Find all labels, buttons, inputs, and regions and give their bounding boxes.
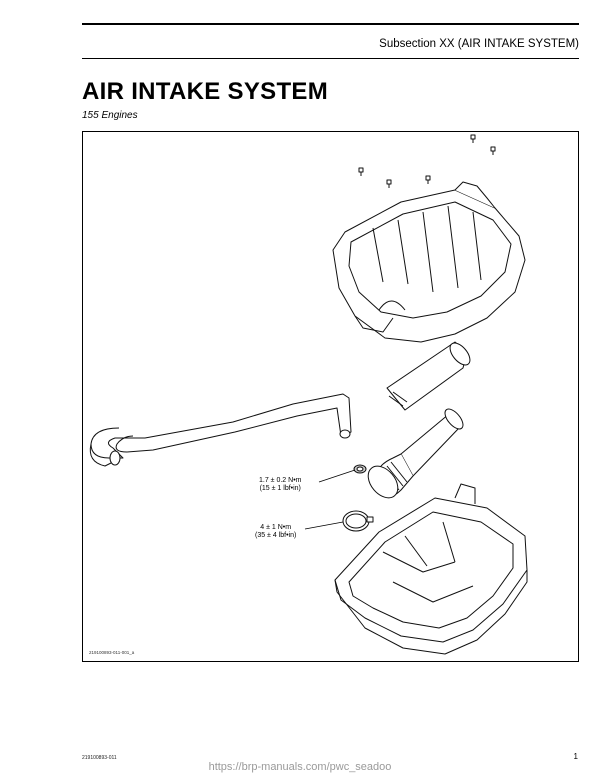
page-number: 1 <box>573 752 578 761</box>
exploded-view-figure: 1.7 ± 0.2 N•m (15 ± 1 lbf•in) 4 ± 1 N•m … <box>82 131 579 662</box>
intake-base-housing <box>334 483 528 655</box>
screw-icon <box>490 146 496 155</box>
breather-hose <box>89 393 352 467</box>
torque-callout-2-imperial: (35 ± 4 lbf•in) <box>255 532 297 539</box>
small-clamp-icon <box>353 464 367 474</box>
screw-icon <box>358 167 364 176</box>
page-title: AIR INTAKE SYSTEM <box>82 78 329 105</box>
subsection-heading: Subsection XX (AIR INTAKE SYSTEM) <box>379 38 579 50</box>
torque-callout-1: 1.7 ± 0.2 N•m (15 ± 1 lbf•in) <box>259 477 301 493</box>
screw-icon <box>470 134 476 143</box>
lower-intake-boot <box>367 408 464 499</box>
screw-icon <box>425 175 431 184</box>
header-rule <box>82 23 579 25</box>
figure-code: 219100893-011-001_a <box>89 650 135 655</box>
document-id: 219100893-011 <box>82 755 117 761</box>
torque-callout-2-metric: 4 ± 1 N•m <box>260 524 292 531</box>
callout-leaders <box>304 469 356 530</box>
callout-leader-2 <box>304 521 344 530</box>
intake-cover-housing <box>332 181 526 343</box>
exploded-view-drawing <box>89 134 528 655</box>
page-subtitle: 155 Engines <box>82 110 138 121</box>
torque-callout-1-imperial: (15 ± 1 lbf•in) <box>259 485 301 492</box>
large-clamp-icon <box>342 510 374 532</box>
source-url-link[interactable]: https://brp-manuals.com/pwc_seadoo <box>208 761 392 773</box>
callout-leader-1 <box>318 469 356 483</box>
screw-icon <box>386 179 392 188</box>
torque-callout-2: 4 ± 1 N•m (35 ± 4 lbf•in) <box>255 524 296 540</box>
torque-callout-1-metric: 1.7 ± 0.2 N•m <box>259 477 302 484</box>
subsection-rule <box>82 58 579 59</box>
inlet-duct <box>386 341 471 411</box>
